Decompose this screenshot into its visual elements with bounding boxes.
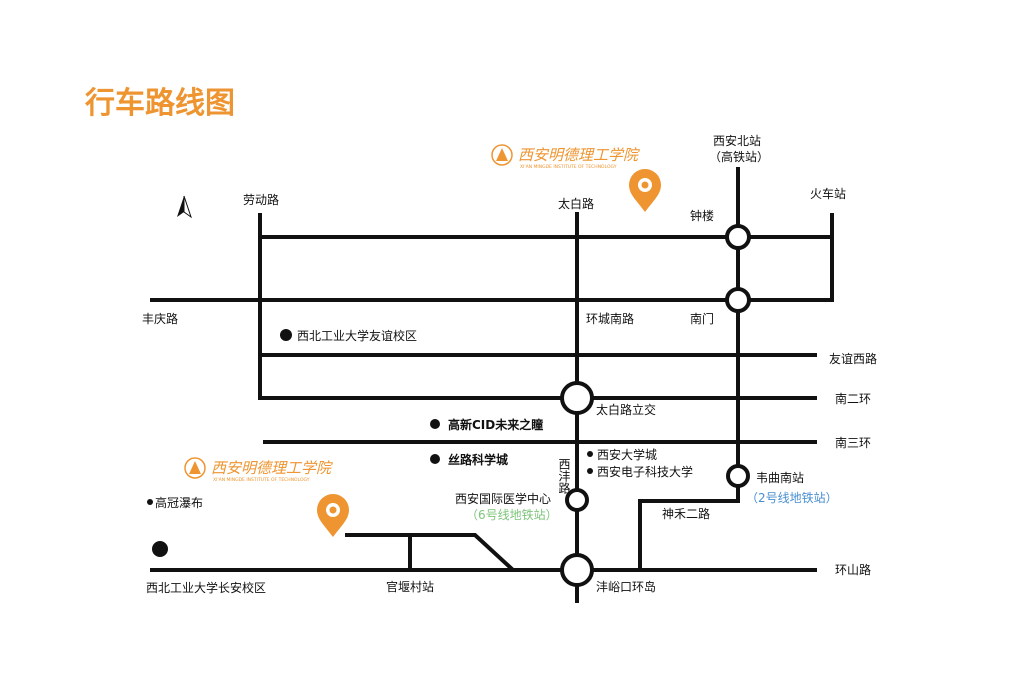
north-arrow-icon	[177, 195, 192, 219]
place-nwpu-changan: 西北工业大学长安校区	[146, 580, 266, 595]
station-medical-center[interactable]	[565, 488, 589, 512]
page-title: 行车路线图	[84, 86, 235, 121]
label-weiqu-south-sub: （2号线地铁站）	[746, 491, 838, 505]
label-nan-san-huan: 南三环	[835, 435, 871, 450]
school-logo-south: 西安明德理工学院 XI'AN MINGDE INSTITUTE OF TECHN…	[184, 457, 333, 483]
label-fengqing: 丰庆路	[142, 311, 178, 326]
label-xian-north: 西安北站	[713, 133, 761, 148]
station-weiqu-south[interactable]	[726, 464, 750, 488]
label-shenhe-er: 神禾二路	[662, 506, 710, 521]
station-taibai-interchange[interactable]	[560, 381, 594, 415]
svg-text:XI'AN MINGDE INSTITUTE OF TECH: XI'AN MINGDE INSTITUTE OF TECHNOLOGY	[520, 164, 617, 170]
label-train-station: 火车站	[810, 186, 846, 201]
svg-text:XI'AN MINGDE INSTITUTE OF TECH: XI'AN MINGDE INSTITUTE OF TECHNOLOGY	[213, 477, 310, 483]
place-univ-town: 西安大学城	[597, 447, 657, 462]
road-guanyancun	[345, 533, 515, 572]
label-medical-center-sub: （6号线地铁站）	[466, 508, 558, 522]
location-pin-icon[interactable]	[629, 169, 661, 212]
place-silu: 丝路科学城	[448, 452, 508, 467]
location-pin-icon[interactable]	[317, 494, 349, 537]
label-xian-north-sub: （高铁站）	[709, 149, 769, 164]
label-weiqu-south: 韦曲南站	[756, 470, 804, 485]
label-guanyancun: 官堰村站	[386, 579, 434, 594]
label-nan-er-huan: 南二环	[835, 391, 871, 406]
road-network	[150, 167, 834, 603]
svg-text:西安明德理工学院: 西安明德理工学院	[518, 146, 640, 164]
place-xidian: 西安电子科技大学	[597, 464, 693, 479]
road-shenhe-er	[638, 499, 738, 570]
station-fengyukou[interactable]	[560, 553, 594, 587]
svg-text:西安明德理工学院: 西安明德理工学院	[211, 459, 333, 477]
label-zhonglou: 钟楼	[690, 208, 714, 223]
label-taibai-interchange: 太白路立交	[596, 402, 656, 417]
label-huanshan: 环山路	[835, 562, 871, 577]
label-nanmen: 南门	[690, 311, 714, 326]
station-nanmen[interactable]	[725, 287, 751, 313]
label-huancheng-nan: 环城南路	[586, 311, 634, 326]
station-zhonglou[interactable]	[725, 224, 751, 250]
label-taibai: 太白路	[558, 196, 594, 211]
place-nwpu-youyi: 西北工业大学友谊校区	[297, 328, 417, 343]
school-logo-north: 西安明德理工学院 XI'AN MINGDE INSTITUTE OF TECHN…	[491, 144, 640, 170]
label-laodong: 劳动路	[243, 192, 279, 207]
label-fengyukou: 沣峪口环岛	[596, 579, 656, 594]
label-xifeng: 西沣路	[557, 458, 571, 495]
place-gaoxin-cid: 高新CID未来之瞳	[448, 417, 543, 432]
label-medical-center: 西安国际医学中心	[455, 491, 551, 506]
label-youyi-xi: 友谊西路	[829, 351, 877, 366]
place-gaoguan: 高冠瀑布	[155, 495, 203, 510]
